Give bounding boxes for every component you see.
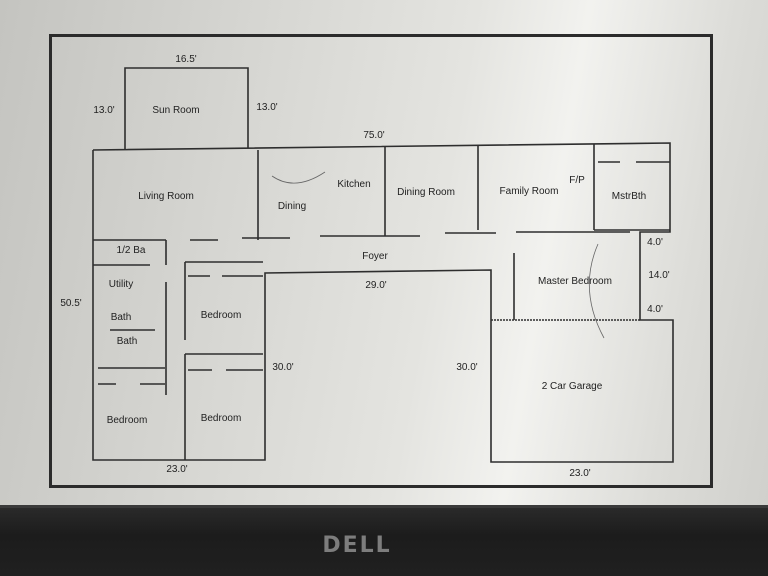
label-utility: Utility xyxy=(109,279,133,290)
dim-side-top: 4.0' xyxy=(647,237,663,248)
label-dining-room: Dining Room xyxy=(397,187,455,198)
dim-court-right: 30.0' xyxy=(456,362,477,373)
dim-sun-right: 13.0' xyxy=(256,102,277,113)
dim-side-mid: 14.0' xyxy=(648,270,669,281)
dim-left-wing-bottom: 23.0' xyxy=(166,464,187,475)
label-master-bath: MstrBth xyxy=(612,191,646,202)
dell-logo: DELL xyxy=(322,533,392,558)
floor-plan-frame xyxy=(49,34,713,488)
label-dining: Dining xyxy=(278,201,306,212)
dim-garage-bottom: 23.0' xyxy=(569,468,590,479)
label-master-bedroom: Master Bedroom xyxy=(538,276,612,287)
dim-overall-width: 75.0' xyxy=(363,130,384,141)
dim-overall-depth: 50.5' xyxy=(60,298,81,309)
dim-court-left: 30.0' xyxy=(272,362,293,373)
label-bedroom-left: Bedroom xyxy=(107,415,148,426)
label-kitchen: Kitchen xyxy=(337,179,370,190)
sun-room-walls xyxy=(124,67,249,150)
label-garage: 2 Car Garage xyxy=(542,381,603,392)
label-sun-room: Sun Room xyxy=(152,105,199,116)
dim-sun-width: 16.5' xyxy=(175,54,196,65)
label-bedroom-center: Bedroom xyxy=(201,310,242,321)
label-half-bath: 1/2 Ba xyxy=(117,245,146,256)
label-foyer: Foyer xyxy=(362,251,388,262)
master-door-swing xyxy=(588,243,605,339)
door-swings xyxy=(271,171,605,339)
label-bath-1: Bath xyxy=(111,312,132,323)
label-fireplace: F/P xyxy=(569,175,585,186)
label-bedroom-lower: Bedroom xyxy=(201,413,242,424)
dim-sun-left: 13.0' xyxy=(93,105,114,116)
house-outline xyxy=(92,142,674,463)
label-family-room: Family Room xyxy=(500,186,559,197)
walls xyxy=(92,67,674,463)
dim-court-width: 29.0' xyxy=(365,280,386,291)
monitor-bezel xyxy=(0,508,768,576)
monitor-bezel-edge xyxy=(0,505,768,510)
kitchen-door-swing xyxy=(271,171,326,184)
dim-side-bottom: 4.0' xyxy=(647,304,663,315)
label-living-room: Living Room xyxy=(138,191,194,202)
label-bath-2: Bath xyxy=(117,336,138,347)
